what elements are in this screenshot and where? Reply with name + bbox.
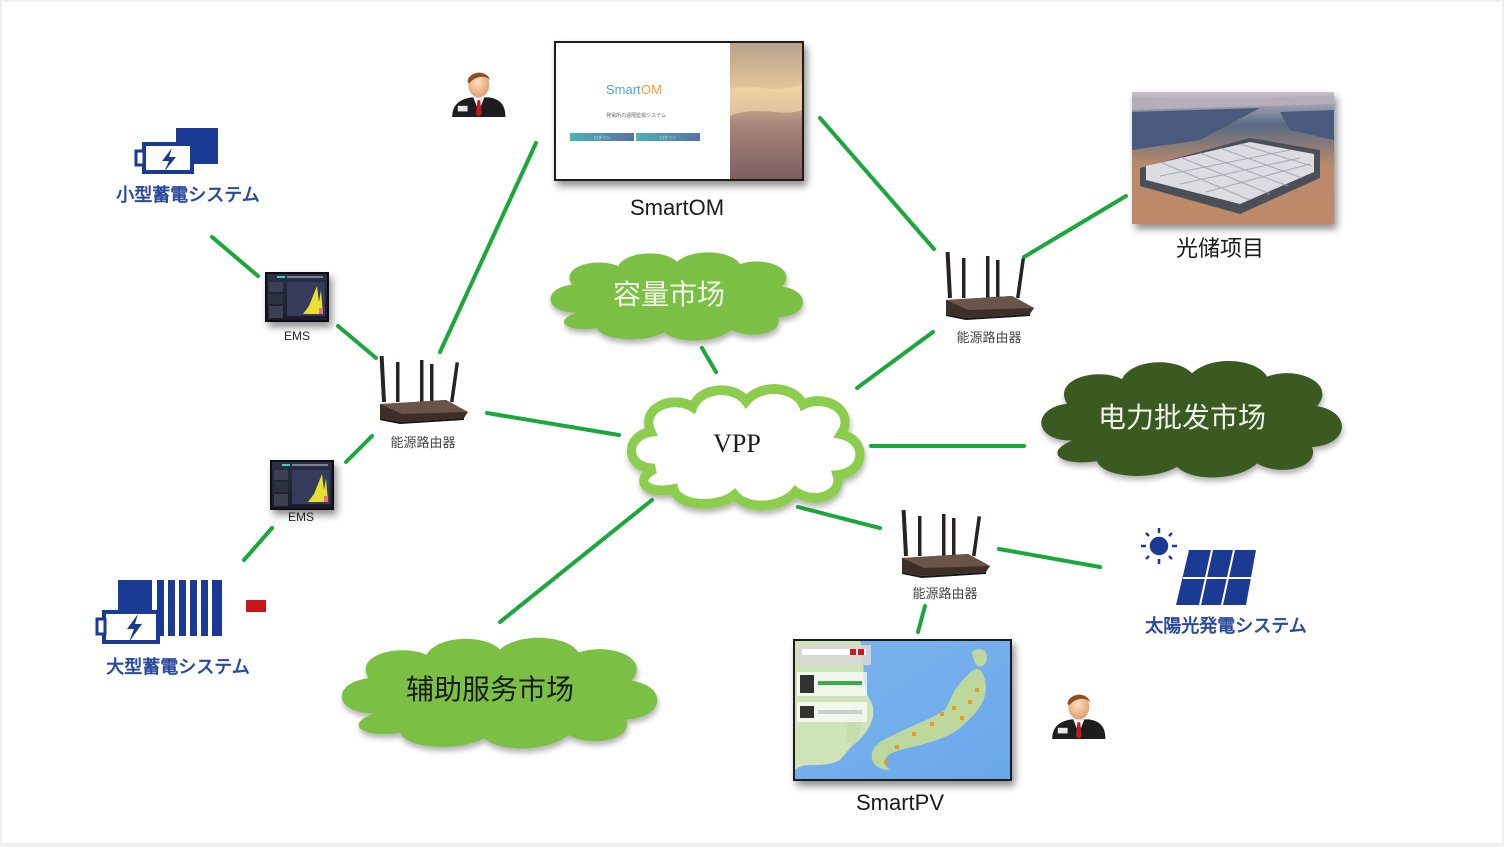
pv-storage-project-label: 光储项目 [1176,236,1264,261]
smartom-logo-text: Smart [606,82,641,97]
small-storage-node[interactable]: 小型蓄電システム [116,128,260,205]
pv-storage-project-node[interactable]: 光储项目 [1132,92,1334,261]
capacity-market-label: 容量市场 [613,279,725,311]
router-top-right-node[interactable]: 能源路由器 [945,251,1034,345]
smartom-login-button-1 [570,133,634,141]
wholesale-market-label: 电力批发市场 [1098,402,1266,434]
smartom-login-button-2 [636,133,700,141]
capacity-market-cloud[interactable]: 容量市场 [550,252,803,341]
link-capacity-vpp [700,346,718,374]
router-left-label: 能源路由器 [390,435,455,450]
link-router-br-smartpv [916,604,927,634]
link-router-tr-pv-storage [1022,194,1128,259]
large-storage-node[interactable]: 大型蓄電システム [95,580,266,677]
solar-system-node[interactable]: 太陽光発電システム [1141,528,1307,636]
smartom-login-button-2-label: ログイン [660,134,676,140]
large-storage-label: 大型蓄電システム [106,656,249,677]
link-smartom-router-tr [818,116,936,251]
small-storage-label: 小型蓄電システム [116,184,259,205]
ems-bottom-label: EMS [288,510,314,524]
solar-panel-icon [1176,549,1256,606]
operator-person-icon [1052,694,1106,739]
solar-system-label: 太陽光発電システム [1145,615,1306,636]
link-vpp-router-br [796,505,882,530]
smartom-subtitle: 発電所の遠隔監視システム [606,112,666,119]
link-router-left-ems-bottom [344,434,374,464]
smartom-logo-accent: OM [641,82,662,97]
ancillary-market-cloud[interactable]: 辅助服务市场 [341,637,658,749]
battery-status-red-marker [246,600,266,612]
link-vpp-ancillary [498,498,654,624]
smartpv-label: SmartPV [856,790,944,815]
router-left-node[interactable]: 能源路由器 [379,355,468,450]
link-small-storage-ems [210,235,260,278]
link-router-br-solar [997,547,1102,569]
link-router-left-vpp [485,411,621,437]
router-top-right-label: 能源路由器 [956,330,1021,345]
smartpv-node[interactable]: SmartPV [793,639,1012,815]
smartom-login-button-1-label: ログイン [594,134,610,140]
ems-top-node[interactable]: EMS [265,272,329,343]
vpp-label: VPP [713,429,761,458]
smartpv-map-screenshot [793,639,1012,781]
vpp-cloud[interactable]: VPP [632,389,860,506]
router-bottom-right-node[interactable]: 能源路由器 [901,509,990,601]
pv-storage-photo [1132,92,1334,224]
router-icon [901,509,990,578]
ems-dashboard-thumbnail [265,272,329,322]
link-router-left-smartom [438,141,538,354]
ems-top-label: EMS [284,329,310,343]
small-battery-icon [134,128,218,174]
ems-dashboard-thumbnail [270,460,334,510]
link-ems-bottom-large-storage [242,526,274,562]
router-icon [945,251,1034,320]
router-bottom-right-label: 能源路由器 [912,586,977,601]
link-router-tr-vpp [855,330,935,390]
ems-bottom-node[interactable]: EMS [270,460,334,524]
operator-person-icon [452,72,506,117]
smartom-screenshot: Smart OM 発電所の遠隔監視システム ログイン ログイン [554,41,804,181]
large-battery-icon [95,580,266,644]
smartom-node[interactable]: Smart OM 発電所の遠隔監視システム ログイン ログイン SmartOM [554,41,804,220]
router-icon [379,355,468,424]
ancillary-market-label: 辅助服务市场 [406,674,574,706]
connection-lines [210,116,1128,634]
smartom-label: SmartOM [630,195,724,220]
wholesale-market-cloud[interactable]: 电力批发市场 [1041,361,1342,478]
link-ems-top-router-left [336,324,378,360]
sun-icon [1141,528,1177,564]
